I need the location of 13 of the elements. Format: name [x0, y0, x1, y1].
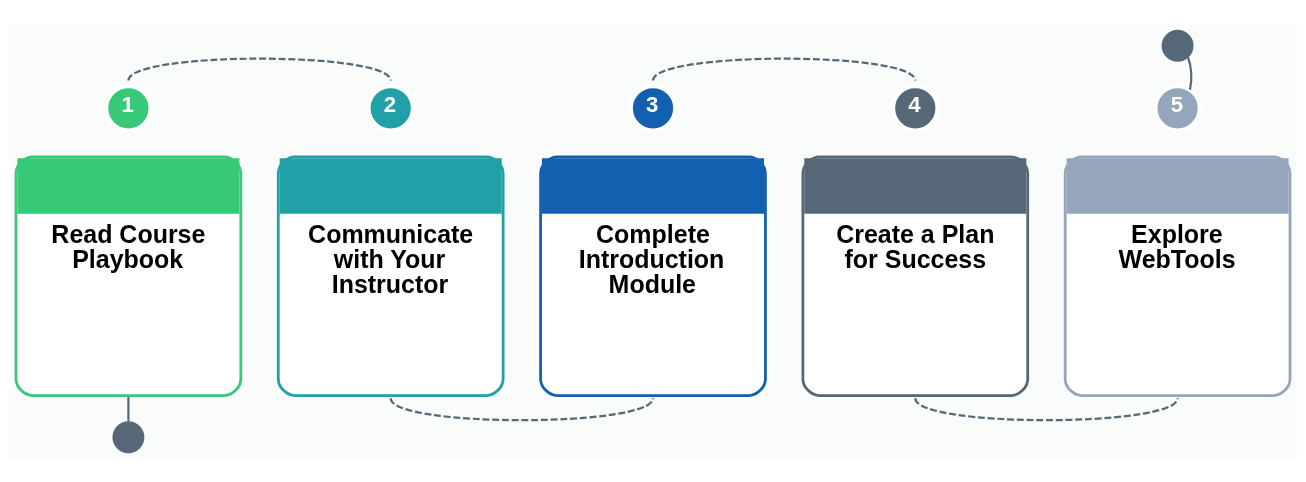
node-circle: 2 — [366, 83, 415, 133]
node-circle: 4 — [891, 83, 940, 133]
connector — [127, 57, 392, 81]
node-circle — [112, 420, 145, 453]
node-circle: 3 — [628, 83, 678, 133]
connector — [127, 396, 130, 422]
connector — [652, 57, 917, 81]
connector — [389, 397, 654, 421]
connector — [1186, 56, 1193, 90]
node-circle: 5 — [1153, 83, 1202, 133]
node-circle: 1 — [104, 83, 153, 133]
connector — [914, 397, 1179, 421]
node-circle — [1161, 29, 1194, 62]
